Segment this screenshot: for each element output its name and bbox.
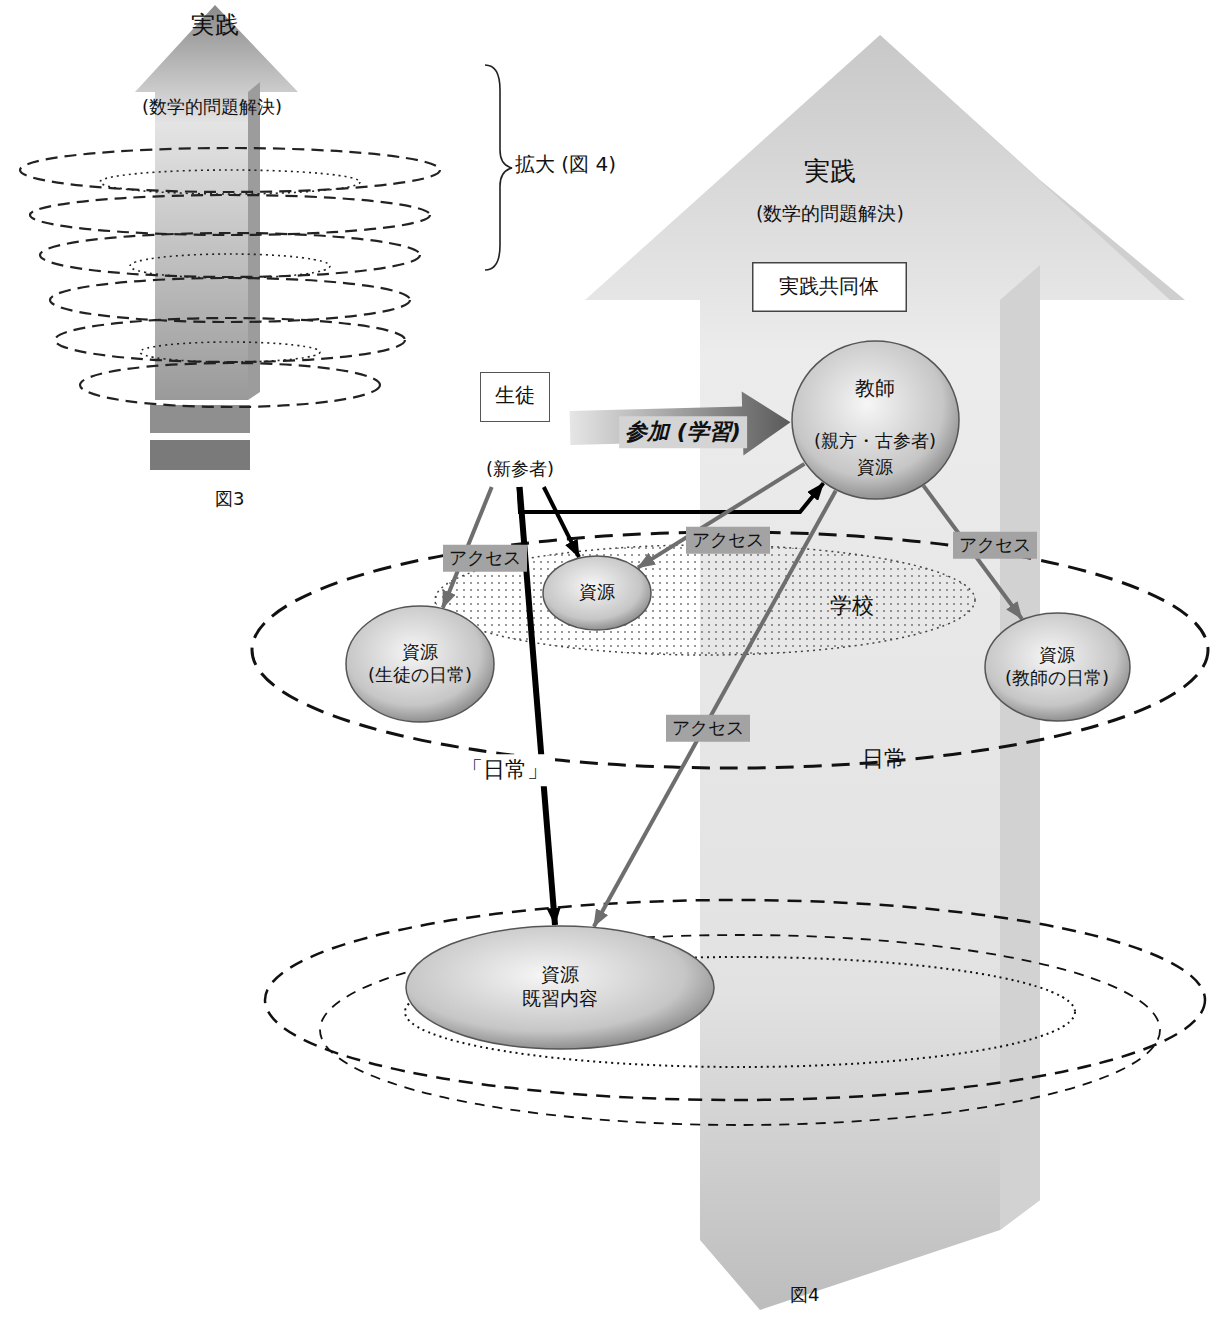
node-text: 実践共同体 (779, 274, 879, 299)
edge-label: 参加 (学習) (619, 416, 747, 448)
figure-label: 日常 (862, 745, 906, 773)
figure-label: 学校 (830, 592, 874, 620)
access-arrow (594, 491, 836, 927)
edge-label: 「日常」 (455, 754, 555, 786)
node-text: 実践 (804, 155, 856, 188)
access-arrow (638, 464, 805, 568)
node-text: (親方・古参者) (814, 430, 936, 453)
edge-label: アクセス (443, 545, 527, 572)
node-text: 資源 (生徒の日常) (368, 641, 472, 686)
node-text: 資源 (857, 456, 893, 479)
node-text: (数学的問題解決) (142, 96, 282, 119)
node-text: 資源 既習内容 (522, 963, 598, 1011)
participation-arrow (570, 392, 791, 456)
node-text: (新参者) (486, 458, 554, 481)
resource-circle: 教師 (親方・古参者) 資源 (791, 340, 960, 500)
node-text: 資源 (579, 581, 615, 604)
edge-label: アクセス (666, 715, 750, 742)
edge-label: アクセス (953, 532, 1037, 559)
node-text: 実践 (191, 10, 239, 40)
access-arrow (519, 483, 824, 512)
access-arrow (544, 487, 579, 557)
practice-arrow: 実践 (数学的問題解決) (120, 0, 310, 480)
resource-circle: 資源 既習内容 (405, 925, 715, 1050)
figure-label: 図4 (790, 1284, 819, 1307)
figure-label: 図3 (215, 488, 244, 511)
node-text: 生徒 (495, 383, 535, 408)
node-shape (120, 0, 310, 480)
node-text: 教師 (855, 376, 895, 401)
resource-circle: 資源 (教師の日常) (984, 612, 1131, 722)
resource-circle: 資源 (生徒の日常) (345, 605, 495, 723)
label-box: 生徒 (新参者) (470, 372, 570, 487)
node-text: 資源 (教師の日常) (1005, 644, 1109, 689)
figure-label: 拡大 (図 4) (515, 152, 616, 177)
edge-label: アクセス (686, 527, 770, 554)
resource-circle: 資源 (542, 555, 652, 631)
label-box: 実践共同体 (752, 262, 907, 312)
node-text: (数学的問題解決) (756, 202, 904, 226)
